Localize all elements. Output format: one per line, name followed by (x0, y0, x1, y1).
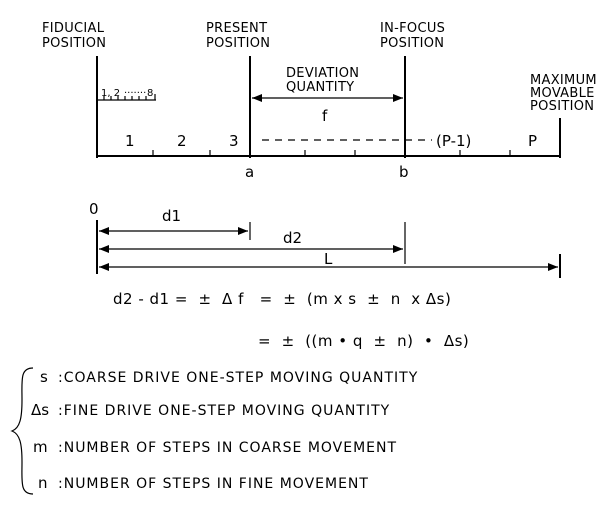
point-a: a (245, 163, 254, 181)
fine-scale-ticks (103, 94, 156, 100)
fine-scale-dots: ······· (124, 88, 146, 99)
maximum-label-1: MAXIMUM (530, 73, 597, 88)
d2-arrowhead-left (99, 245, 109, 253)
definition-delta-s-text: :FINE DRIVE ONE-STEP MOVING QUANTITY (58, 403, 390, 419)
origin-label: 0 (89, 200, 99, 218)
deviation-arrowhead-right (393, 94, 403, 102)
d2-label: d2 (283, 229, 302, 247)
segment-2: 2 (177, 132, 187, 150)
fiducial-label-2: POSITION (42, 36, 106, 51)
equation-line-1: d2 - d1 = ± Δ f = ± (m x s ± n x Δs) (113, 290, 451, 308)
d1-label: d1 (162, 207, 181, 225)
fine-scale-label-a: 1, 2 (101, 88, 120, 99)
equation-line-2: = ± ((m • q ± n) • Δs) (258, 332, 469, 350)
segment-p: P (528, 132, 537, 150)
d1-arrowhead-left (99, 227, 109, 235)
point-b: b (399, 163, 409, 181)
main-scale-ticks (152, 150, 511, 156)
fiducial-label-1: FIDUCIAL (42, 21, 105, 36)
fine-scale-label-b: 8 (147, 88, 153, 99)
L-arrowhead-right (548, 263, 558, 271)
in-focus-label-1: IN-FOCUS (380, 21, 445, 36)
segment-p-minus-1: (P-1) (436, 132, 471, 150)
definition-m-text: :NUMBER OF STEPS IN COARSE MOVEMENT (58, 440, 397, 456)
L-label: L (324, 250, 333, 268)
definition-n-text: :NUMBER OF STEPS IN FINE MOVEMENT (58, 476, 369, 492)
definition-s-text: :COARSE DRIVE ONE-STEP MOVING QUANTITY (58, 370, 418, 386)
in-focus-label-2: POSITION (380, 36, 444, 51)
definition-delta-s-symbol: Δs (31, 401, 49, 419)
segment-1: 1 (125, 132, 135, 150)
d2-arrowhead-right (393, 245, 403, 253)
present-label-2: POSITION (206, 36, 270, 51)
definition-s-symbol: s (40, 368, 48, 386)
definition-n-symbol: n (38, 474, 48, 492)
d1-arrowhead-right (238, 227, 248, 235)
L-arrowhead-left (99, 263, 109, 271)
present-label-1: PRESENT (206, 21, 267, 36)
definition-m-symbol: m (33, 438, 48, 456)
segment-3: 3 (229, 132, 239, 150)
maximum-label-3: POSITION (530, 99, 594, 114)
deviation-symbol: f (322, 107, 328, 125)
definitions-brace (10, 367, 34, 495)
maximum-label-2: MOVABLE (530, 86, 595, 101)
deviation-label-1: DEVIATION (286, 66, 359, 81)
deviation-arrowhead-left (252, 94, 262, 102)
deviation-label-2: QUANTITY (286, 80, 354, 95)
